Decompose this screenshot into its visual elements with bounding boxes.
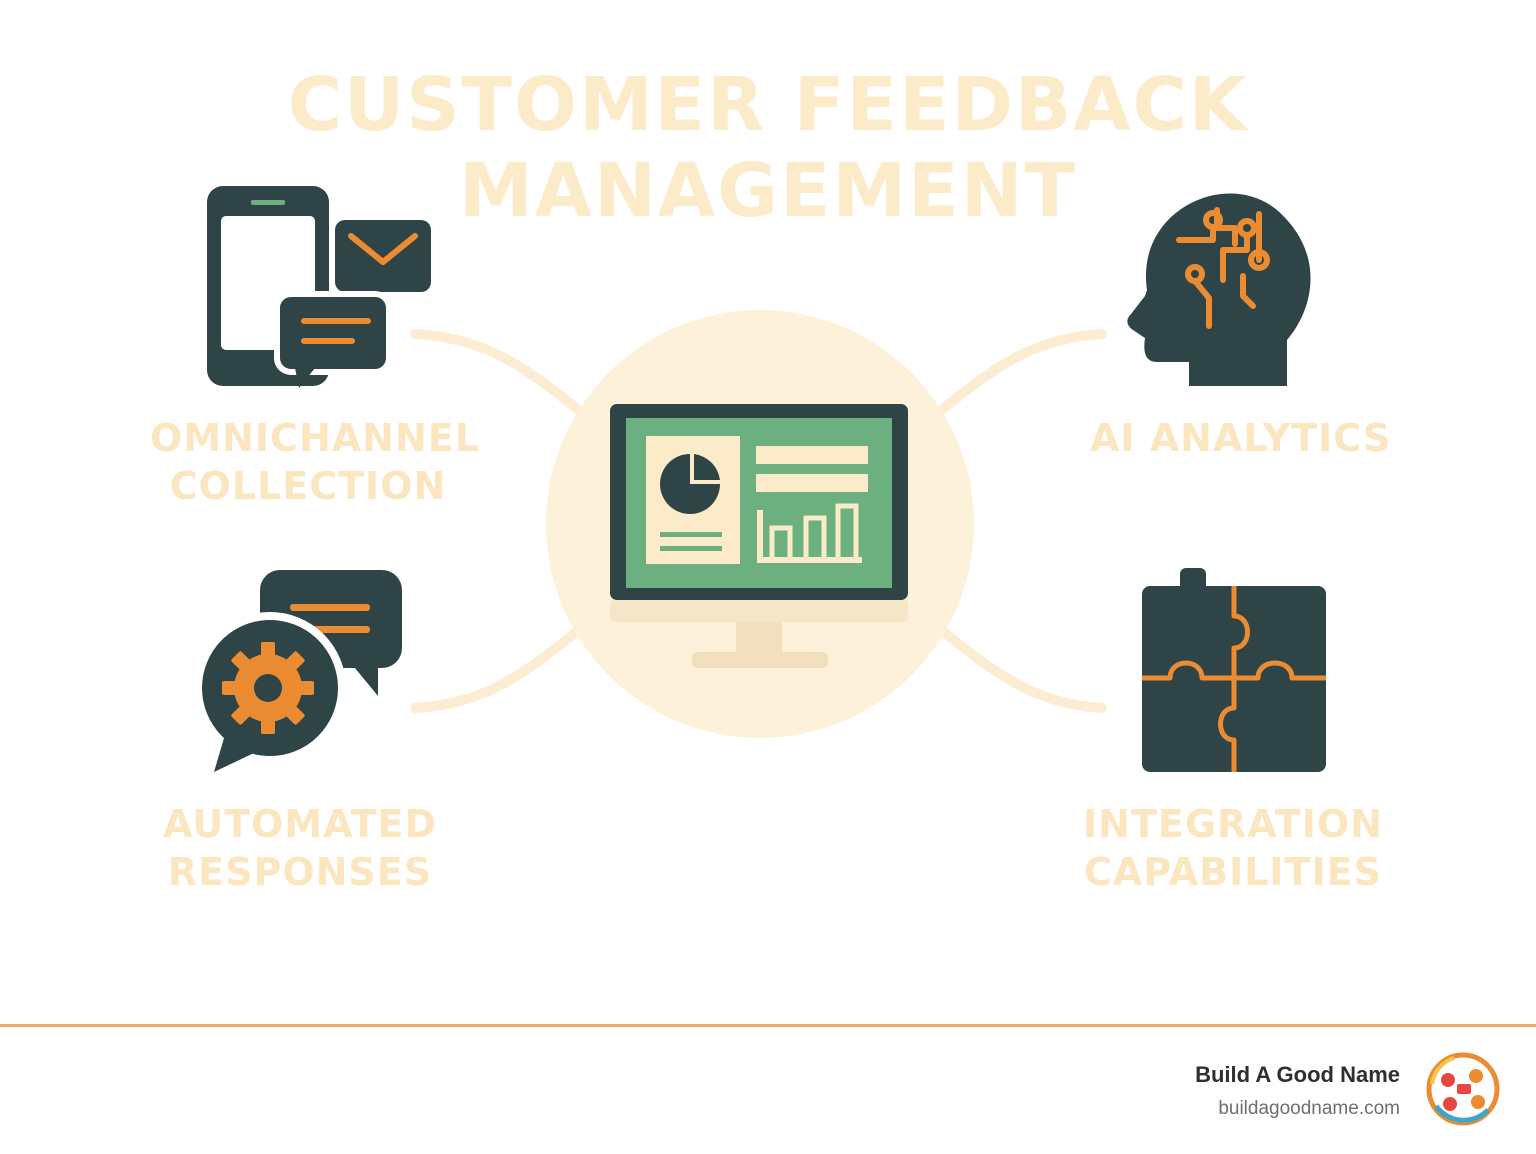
label-integration-capabilities: INTEGRATION CAPABILITIES: [1080, 800, 1386, 896]
brand-name[interactable]: Build A Good Name: [1195, 1062, 1400, 1087]
label-automated-responses: AUTOMATED RESPONSES: [150, 800, 450, 896]
label-omnichannel-collection: OMNICHANNEL COLLECTION: [150, 414, 480, 510]
label-line: AUTOMATED: [162, 802, 438, 846]
phone-email-chat-icon: [207, 186, 431, 388]
page-title: CUSTOMER FEEDBACK MANAGEMENT: [287, 62, 1249, 234]
brand-url[interactable]: buildagoodname.com: [1218, 1098, 1400, 1119]
puzzle-icon: [1142, 568, 1326, 772]
connector-omnichannel: [410, 329, 595, 425]
footer-divider: [0, 1024, 1536, 1027]
dashboard-monitor-icon: [610, 404, 908, 668]
label-ai-analytics: AI ANALYTICS: [1090, 414, 1392, 462]
ai-head-circuit-icon: [1127, 193, 1311, 386]
label-line: RESPONSES: [167, 850, 433, 894]
gear-chat-bubbles-icon: [198, 570, 402, 772]
connector-integration: [925, 615, 1107, 713]
label-line: COLLECTION: [169, 464, 447, 508]
brand-logo-icon[interactable]: [1424, 1050, 1502, 1128]
connector-ai: [925, 329, 1107, 425]
label-line: INTEGRATION: [1083, 802, 1383, 846]
label-line: CAPABILITIES: [1084, 850, 1382, 894]
label-line: OMNICHANNEL: [150, 416, 480, 460]
label-line: AI ANALYTICS: [1090, 416, 1392, 460]
connector-automated: [410, 615, 595, 713]
